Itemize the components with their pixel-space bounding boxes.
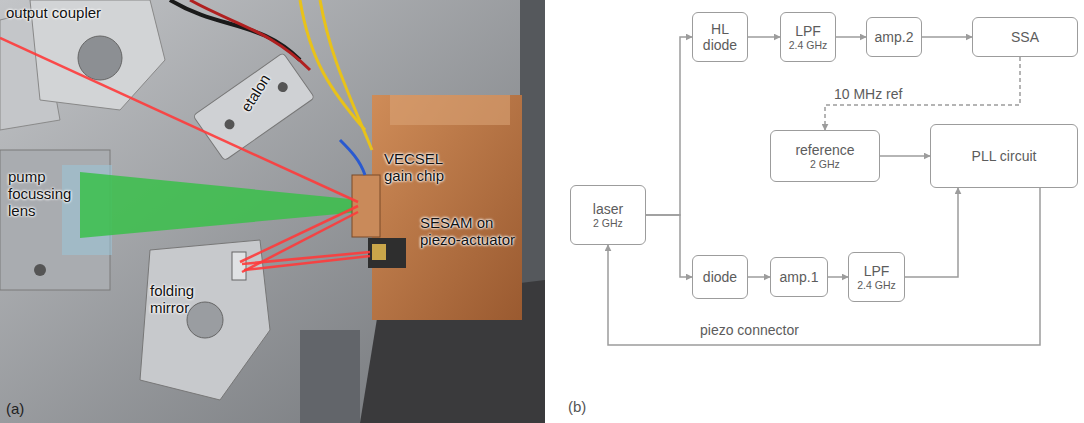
panel-label: (a) <box>6 400 46 417</box>
block-text: PLL circuit <box>972 148 1037 164</box>
part-label: SESAM on piezo-actuator <box>420 214 516 248</box>
block-text: amp.2 <box>875 29 914 45</box>
block-box: reference2 GHz <box>770 130 880 182</box>
block-text: LPF <box>795 23 821 39</box>
copper-heatsink <box>372 95 522 320</box>
edge-label: piezo connector <box>700 322 799 338</box>
signal-line <box>646 215 692 277</box>
cable <box>170 0 300 60</box>
screw-hole <box>276 80 290 94</box>
piezo-actuator <box>368 238 406 268</box>
block-box: LPF2.4 GHz <box>848 252 905 302</box>
part-label: VECSEL gain chip <box>384 150 474 184</box>
signal-line <box>880 155 930 157</box>
block-box: amp.1 <box>770 257 828 297</box>
laser-beam <box>0 38 358 202</box>
laser-beam <box>244 256 370 270</box>
block-box: HL diode <box>692 12 748 62</box>
pump-beam <box>80 172 360 238</box>
signal-line <box>828 276 848 278</box>
block-box: laser2 GHz <box>570 185 646 245</box>
signal-line <box>905 188 958 277</box>
optical-bench <box>0 0 545 423</box>
block-subtext: 2 GHz <box>810 158 840 171</box>
block-text: amp.1 <box>780 269 819 285</box>
block-box: LPF2.4 GHz <box>780 12 836 62</box>
block-text: HL diode <box>699 21 741 53</box>
post-mount <box>300 330 360 423</box>
signal-line <box>836 36 866 38</box>
folding-mirror <box>232 252 246 280</box>
edge-label: 10 MHz ref <box>834 86 902 102</box>
wire <box>320 0 372 150</box>
screw-hole <box>223 117 237 131</box>
block-box: PLL circuit <box>930 124 1078 188</box>
block-text: SSA <box>1011 29 1039 45</box>
block-text: LPF <box>864 263 890 279</box>
wire <box>340 140 365 175</box>
block-subtext: 2.4 GHz <box>857 279 896 292</box>
cable <box>190 0 310 70</box>
block-box: SSA <box>972 17 1078 57</box>
block-text: reference <box>795 142 854 158</box>
panel-label: (b) <box>568 398 608 415</box>
part-label: output coupler <box>6 4 166 21</box>
block-box: amp.2 <box>866 17 922 57</box>
signal-line <box>825 57 1020 130</box>
mount-knob <box>187 302 223 338</box>
block-box: diode <box>692 255 748 299</box>
signal-line <box>608 188 1040 345</box>
signal-line <box>748 276 770 278</box>
block-text: diode <box>703 269 737 285</box>
signal-line <box>646 37 692 215</box>
part-label: folding mirror <box>150 282 220 316</box>
signal-line <box>922 36 972 38</box>
setup-photo <box>0 0 545 423</box>
block-subtext: 2 GHz <box>593 217 623 230</box>
heatsink-top <box>390 95 510 125</box>
signal-line <box>748 36 780 38</box>
part-label: pump focussing lens <box>8 168 86 219</box>
block-subtext: 2.4 GHz <box>789 39 828 52</box>
sesam-chip <box>372 244 386 260</box>
block-text: laser <box>593 201 623 217</box>
screw-hole <box>34 264 46 276</box>
mount-aperture <box>78 36 122 80</box>
